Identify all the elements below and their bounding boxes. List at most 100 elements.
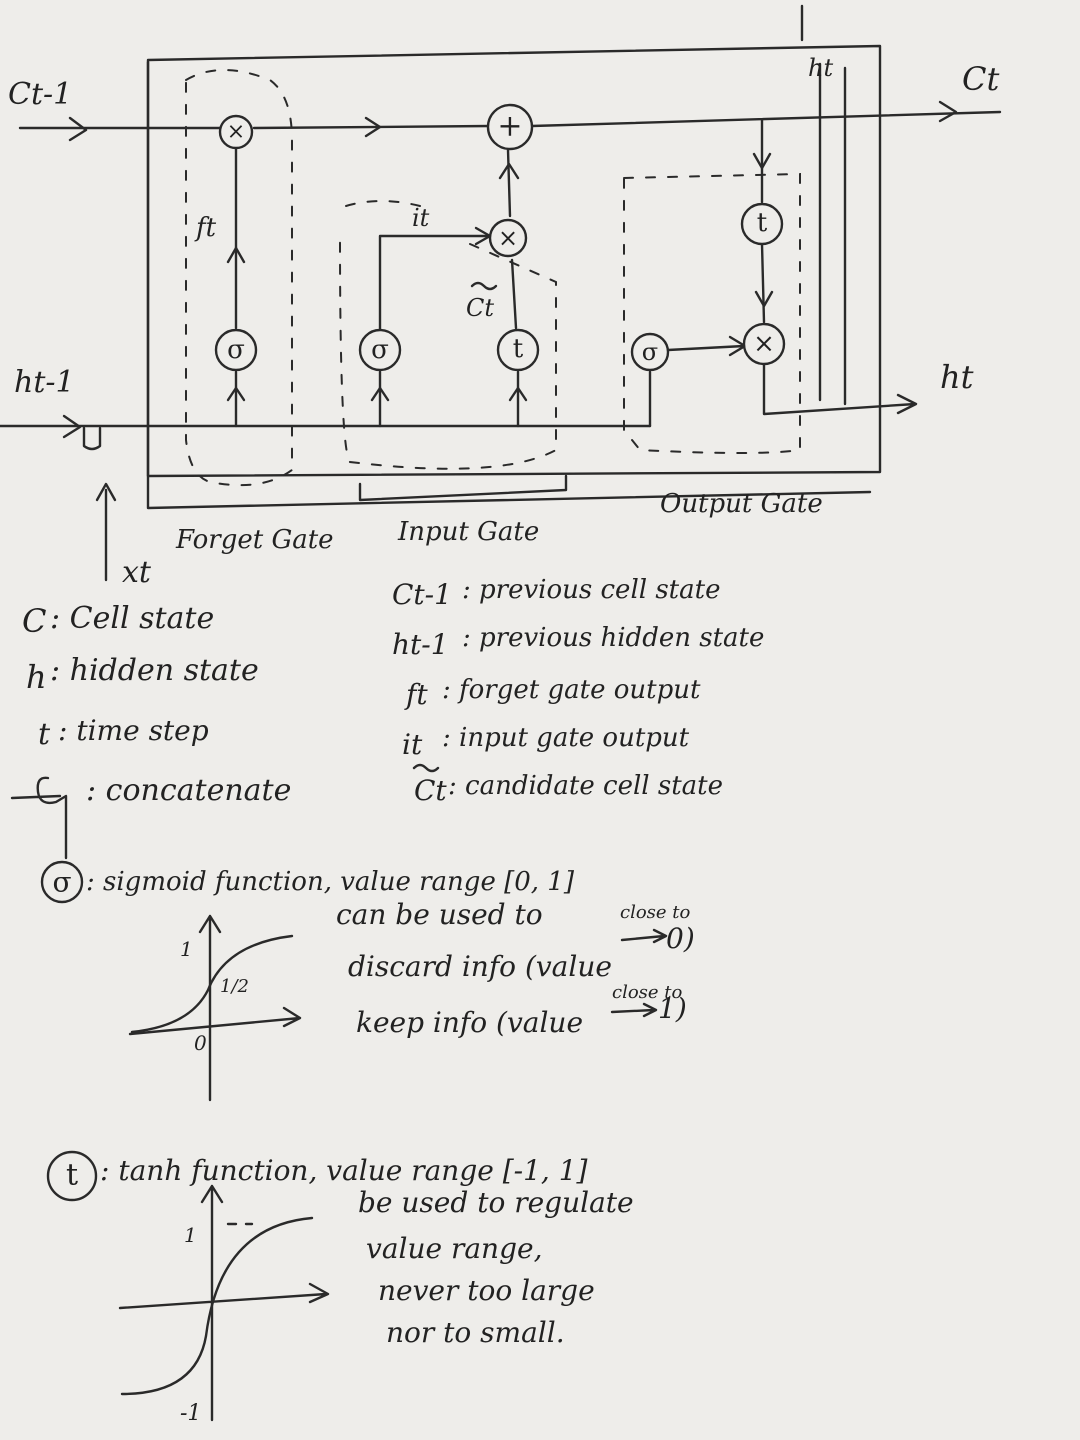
input-gate-region [339,200,557,470]
legend-concat-text: : concatenate [86,773,291,808]
xt-arrow [95,482,117,502]
tanh-legend-icon [46,1150,98,1202]
tanh-tick-neg1: -1 [180,1401,201,1426]
ht-output-arrow [896,393,918,415]
legend-ct-text: : candidate cell state [448,771,723,801]
input-tanh-symbol: t [513,334,524,364]
legend-c-symbol: C [22,602,46,640]
h-out-label: ht [940,358,974,396]
sigmoid-arrow-one [610,1002,658,1018]
sigmoid-close-to-2: close to [612,982,683,1003]
x-input-label: xt [122,555,152,590]
sigmoid-axes [128,914,302,1102]
input-sigmoid-node [358,328,402,372]
forget-gate-region [185,69,293,487]
legend-t-text: : time step [58,714,209,747]
tanh-line-3: never too large [378,1274,595,1307]
h-top-label: ht [808,54,833,82]
sigmoid-curve [130,934,294,1034]
sigmoid-arrow-zero [620,928,668,944]
tanh-curve [120,1216,314,1396]
tanh-axes [118,1184,330,1422]
tanh-line-4: nor to small. [386,1316,565,1349]
cell-state-arrow-mid [364,116,382,138]
cell-state-arrow-in [68,116,88,142]
legend-concatenate-icon [10,776,68,860]
input-sigmoid-symbol: σ [371,335,389,365]
legend-c-text: : Cell state [50,601,214,636]
input-tanh-wire [506,148,520,428]
tanh-to-mult-arrow [754,290,774,308]
input-tanh-node [496,328,540,372]
tanh-arrow-1 [508,386,528,402]
hidden-arrow-in [62,414,82,439]
output-multiply-node [742,322,786,366]
forget-multiply-node [218,114,254,150]
output-sigma-wire [648,344,746,428]
cell-to-tanh-arrow [752,152,772,170]
legend-t-symbol: t [38,717,51,752]
sigmoid-line-1: can be used to [336,898,543,931]
legend-h-symbol: h [26,658,47,696]
output-tanh-node [740,202,784,246]
forget-arrow-1 [226,386,246,402]
output-sigmoid-symbol: σ [642,338,658,366]
sigmoid-line-2-end: 0) [666,922,695,955]
legend-h-text: : hidden state [50,653,259,688]
sigmoid-tick-0: 0 [194,1031,207,1055]
sigmoid-line-3: keep info (value [356,1006,583,1039]
h-prev-label: ht-1 [14,365,75,400]
cell-state-arrow-out [938,100,958,123]
c-out-label: Ct [962,60,999,98]
ct-tilde-wire-label: Ct [466,294,494,322]
sigmoid-close-to-1: close to [620,902,691,923]
input-sigma-wire [378,234,490,428]
input-gate-bracket [358,474,568,502]
legend-cprev-text: : previous cell state [462,575,720,605]
sigmoid-tick-half: 1/2 [220,976,249,997]
sigmoid-tick-1: 1 [180,937,193,961]
output-gate-region [623,172,801,454]
concatenate-symbol [82,426,102,451]
sigmoid-note: σ : sigmoid function, value range [0, 1]… [40,860,695,1102]
output-tanh-symbol: t [757,208,768,238]
output-multiply-symbol: × [753,329,775,359]
legend-ft-symbol: ft [404,678,428,711]
sigmoid-legend-icon [40,860,84,904]
forget-sigmoid-node [214,328,258,372]
forget-gate-label: Forget Gate [175,525,334,555]
input-multiply-symbol: × [498,224,518,252]
cell-to-tanh-wire [760,118,766,324]
input-gate-label: Input Gate [397,517,539,547]
tanh-header: : tanh function, value range [-1, 1] [100,1154,588,1187]
output-gate-label: Output Gate [660,489,823,519]
sigmoid-legend-symbol: σ [52,866,71,899]
add-symbol: + [497,109,522,144]
legend-it-text: : input gate output [442,723,690,753]
cell-inner-box [146,60,872,510]
sigmoid-line-3-end: 1) [658,992,687,1025]
legend-cprev-symbol: Ct-1 [392,578,452,611]
ht-output-line [762,362,917,416]
legend-ct-symbol: Ct [414,774,447,807]
forget-sigmoid-symbol: σ [227,335,245,365]
it-wire-label: it [412,204,430,232]
ft-wire-label: ft [194,213,217,243]
legend-left: C : Cell state h : hidden state t : time… [10,601,291,860]
legend-right: Ct-1 : previous cell state ht-1 : previo… [392,575,764,807]
tanh-legend-symbol: t [66,1158,78,1193]
legend-ft-text: : forget gate output [442,675,701,705]
legend-hprev-symbol: ht-1 [392,628,449,661]
legend-hprev-text: : previous hidden state [462,623,764,653]
tanh-tick-1: 1 [184,1223,197,1247]
output-sigmoid-node [630,332,670,372]
ct-tilde-mark [470,281,498,291]
add-node [486,103,534,151]
forget-arrow-2 [226,246,246,264]
sigmoid-line-2: discard info (value [348,950,612,983]
tanh-note: t : tanh function, value range [-1, 1] b… [46,1150,634,1426]
forget-multiply-symbol: × [227,120,245,145]
sigmoid-header: : sigmoid function, value range [0, 1] [86,867,575,897]
